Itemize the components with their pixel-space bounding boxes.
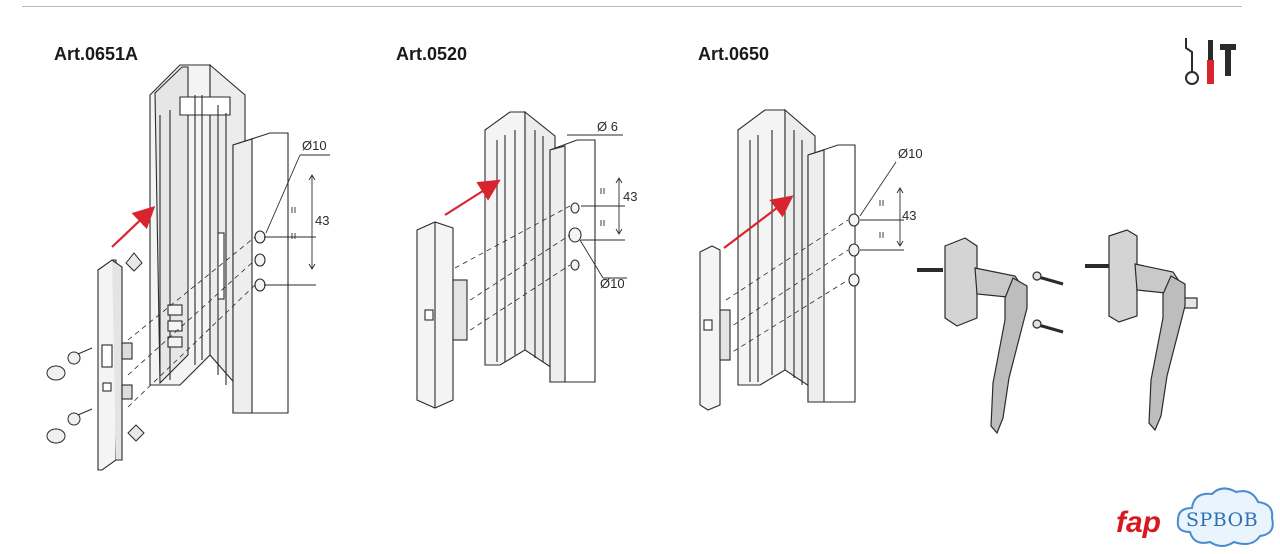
cap-lower xyxy=(46,428,66,444)
hole-middle-c xyxy=(848,243,860,257)
article-label-0651a: Art.0651A xyxy=(54,44,139,64)
watermark-badge: SPBOB xyxy=(1176,487,1274,547)
hole-lower xyxy=(254,278,266,292)
hole-lower-c xyxy=(848,273,860,287)
drawing-art-0650: Ø10 43 xyxy=(699,108,923,411)
top-divider xyxy=(22,6,1242,7)
brand-logo: fap xyxy=(1116,506,1161,539)
tools-icon xyxy=(1185,38,1236,85)
screw-pair xyxy=(1032,271,1064,334)
dim-diameter-a: Ø10 xyxy=(302,138,327,153)
drawing-art-0651a: Ø10 43 xyxy=(46,63,330,471)
hole-upper xyxy=(254,230,266,244)
dim-spacing-c: 43 xyxy=(902,208,916,223)
cap-upper xyxy=(46,365,66,381)
article-label-0520: Art.0520 xyxy=(396,44,468,64)
hole-upper-c xyxy=(848,213,860,227)
drawing-art-0520: Ø 6 43 Ø10 xyxy=(416,110,637,409)
watermark-text: SPBOB xyxy=(1186,509,1258,531)
hole-small-b xyxy=(570,202,580,214)
article-label-0650: Art.0650 xyxy=(698,44,770,64)
handle-plain xyxy=(917,237,1028,435)
insert-arrow-icon xyxy=(723,195,794,249)
drawing-handles xyxy=(917,229,1198,435)
screw-upper xyxy=(67,351,81,365)
dim-spacing-a: 43 xyxy=(315,213,329,228)
insert-arrow-icon xyxy=(444,179,501,216)
insert-arrow-icon xyxy=(111,205,156,248)
hole-large-b xyxy=(568,227,582,243)
dim-diameter-c: Ø10 xyxy=(898,146,923,161)
dim-diameter-large-b: Ø10 xyxy=(600,276,625,291)
handle-with-key xyxy=(1085,229,1198,432)
dim-diameter-small-b: Ø 6 xyxy=(597,119,618,134)
screw-lower xyxy=(67,412,81,426)
hole-lower-b xyxy=(570,259,580,271)
hole-middle xyxy=(254,253,266,267)
dim-spacing-b: 43 xyxy=(623,189,637,204)
svg-text:fap: fap xyxy=(1116,506,1161,539)
